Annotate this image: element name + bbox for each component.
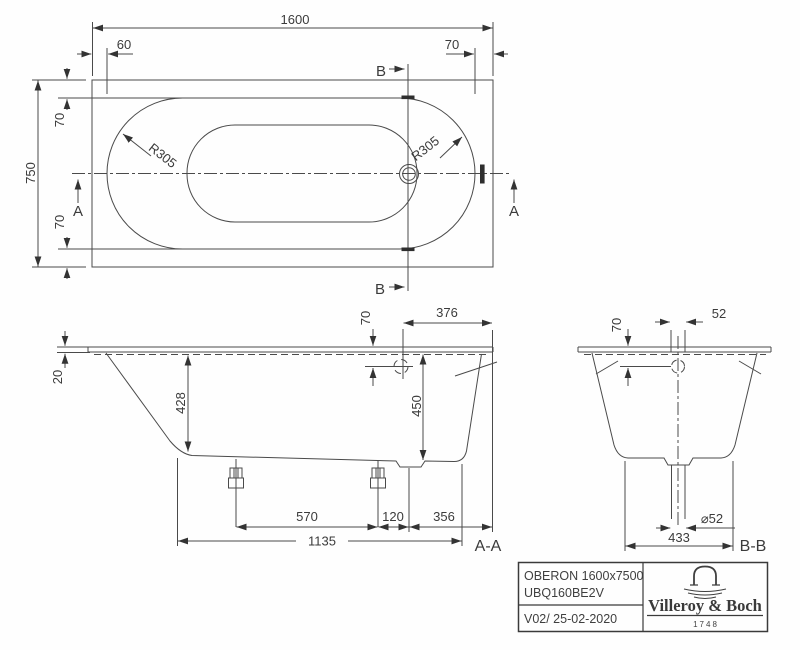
section-b-bold-tick-top	[401, 95, 415, 100]
end-dim-overflow-drop: 70	[609, 318, 624, 332]
radius-leader-left	[123, 134, 151, 156]
section-b-bold-tick-bottom	[401, 247, 415, 252]
plan-dim-width: 750	[23, 162, 38, 184]
plan-dim-length: 1600	[281, 12, 310, 27]
drain-pipe	[672, 465, 686, 519]
tub-profile-side	[106, 353, 482, 467]
end-dim-base-width: 433	[668, 530, 690, 545]
brand-logo-icon	[684, 567, 726, 599]
drain-inner-circle	[403, 168, 416, 181]
foot-left	[229, 459, 244, 527]
section-a-label-left: A	[73, 203, 83, 220]
title-revision-date: V02/ 25-02-2020	[524, 612, 617, 626]
overflow-hole-end	[672, 360, 685, 373]
tub-profile-end	[592, 353, 757, 465]
section-bb-dimensions	[620, 318, 735, 551]
plan-dimensions	[32, 22, 518, 291]
plan-dim-offset-bottom: 70	[52, 215, 67, 229]
side-dim-foot-to-drain: 120	[382, 509, 404, 524]
section-aa-dimensions	[57, 319, 493, 546]
side-dim-base-length: 1135	[308, 534, 336, 549]
section-b-label-bottom: B	[375, 281, 385, 298]
radius-leader-right	[440, 137, 462, 158]
title-model: OBERON 1600x7500	[524, 569, 644, 583]
side-dim-drain-to-end: 356	[433, 509, 455, 524]
tangent-mark-side	[455, 362, 497, 376]
title-article-number: UBQ160BE2V	[524, 586, 605, 600]
side-dim-rim-height: 20	[50, 370, 65, 384]
section-b-label-top: B	[376, 63, 386, 80]
foot-right	[371, 461, 386, 527]
plan-dim-offset-left: 60	[117, 37, 131, 52]
plan-radius-label-right: R305	[408, 133, 442, 164]
title-block	[519, 563, 768, 632]
end-dim-drain-diameter: ⌀52	[701, 511, 723, 526]
side-dim-overflow-drop: 70	[358, 311, 373, 325]
plan-dim-offset-right: 70	[445, 37, 459, 52]
drain-outer-circle	[400, 165, 419, 184]
plan-dim-offset-top: 70	[52, 113, 67, 127]
section-aa-label: A-A	[475, 538, 502, 555]
plan-radius-label-left: R305	[146, 140, 180, 171]
side-dim-inner-depth: 428	[173, 392, 188, 414]
side-dim-overflow-to-end: 376	[436, 305, 458, 320]
end-dim-overflow-width: 52	[712, 306, 726, 321]
section-a-label-right: A	[509, 203, 519, 220]
brand-name: Villeroy & Boch	[648, 596, 762, 615]
tangent-mark-end-right	[739, 361, 761, 374]
overflow-mark-plan	[480, 164, 485, 184]
plan-view	[72, 64, 512, 291]
side-dim-overall-depth: 450	[409, 395, 424, 417]
side-dim-feet-spacing: 570	[296, 509, 318, 524]
tangent-mark-end-left	[596, 361, 618, 374]
brand-year: 1748	[693, 620, 719, 629]
section-aa-view	[88, 347, 497, 527]
section-bb-label: B-B	[740, 538, 767, 555]
section-bb-view	[578, 336, 771, 528]
